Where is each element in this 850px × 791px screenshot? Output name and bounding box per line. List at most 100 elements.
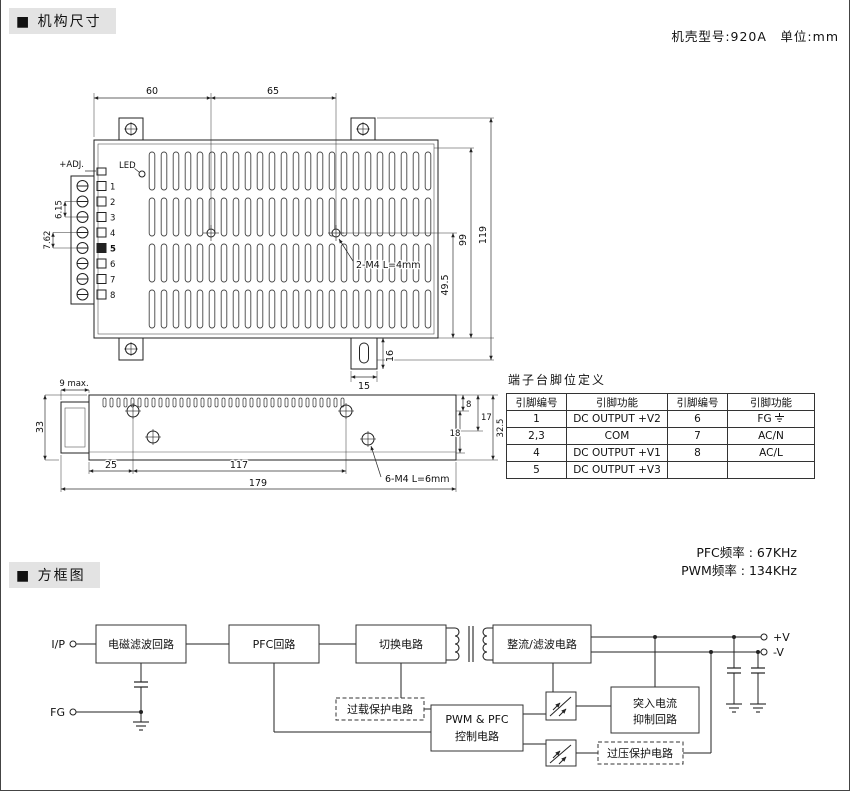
slot-hole — [359, 342, 369, 364]
dim-9max: 9 max. — [59, 379, 88, 389]
ip-terminal — [69, 640, 77, 648]
m4-screw-label: 2-M4 L=4mm — [356, 260, 421, 271]
blocks — [95, 624, 700, 767]
side-view-dimensions — [43, 388, 498, 492]
dim-16: 16 — [385, 350, 396, 362]
pwm-pfc-control-block — [430, 704, 524, 752]
earth-ground-icon — [774, 413, 784, 422]
block-diagram: I/P FG 电磁滤波回路 PFC回路 切换电路 整流/滤波电路 过载保护电路 … — [50, 624, 790, 767]
col-pin-number: 引脚编号 — [506, 393, 567, 411]
pin-number: 8 — [110, 291, 115, 301]
pin-number: 6 — [110, 260, 115, 270]
pin-no-cell: 2,3 — [506, 427, 567, 445]
pin-definition-table: 引脚编号 引脚功能 引脚编号 引脚功能 1 DC OUTPUT +V2 6 FG… — [506, 393, 815, 479]
terminal-screws — [76, 180, 107, 301]
dim-49-5: 49.5 — [440, 274, 451, 295]
side-enclosure-outline — [88, 394, 457, 461]
dim-119: 119 — [478, 226, 489, 244]
rectifier-filter-block — [492, 624, 592, 664]
dim-33: 33 — [35, 421, 46, 433]
pin-no-cell: 8 — [667, 444, 728, 462]
pin-no-cell: 7 — [667, 427, 728, 445]
table-row: 5 DC OUTPUT +V3 — [506, 461, 815, 479]
terminals — [69, 633, 768, 716]
switching-block — [355, 624, 447, 664]
table-row: 1 DC OUTPUT +V2 6 FG — [506, 410, 815, 428]
wires — [76, 627, 761, 754]
vneg-label: -V — [773, 646, 784, 659]
dim-8: 8 — [466, 400, 471, 410]
pin-table-title: 端子台脚位定义 — [508, 373, 607, 387]
top-view-dimensions — [51, 93, 494, 382]
dim-65: 65 — [267, 86, 279, 97]
table-header-row: 引脚编号 引脚功能 引脚编号 引脚功能 — [506, 393, 815, 411]
pin-fn-cell: COM — [566, 427, 668, 445]
col-pin-function: 引脚功能 — [727, 393, 815, 411]
pin-number: 5 — [110, 245, 116, 255]
side-view-body — [60, 394, 457, 478]
pfc-block — [228, 624, 320, 664]
optocoupler-arrows — [549, 696, 572, 765]
dim-7-62: 7.62 — [43, 231, 53, 250]
section-header-mechanical: ■ 机构尺寸 — [9, 8, 116, 34]
pfc-label: PFC回路 — [253, 638, 296, 651]
dim-99: 99 — [458, 234, 469, 246]
m4-side-leader-line — [370, 445, 382, 478]
inrush-suppression-block — [610, 686, 700, 734]
m4-side-screw-label: 6-M4 L=6mm — [385, 474, 450, 485]
dim-18: 18 — [450, 429, 461, 439]
dim-15: 15 — [358, 381, 370, 392]
adj-label: +ADJ. — [59, 160, 84, 170]
frequency-notes: PFC频率 : 67KHz PWM频率 : 134KHz — [681, 544, 797, 580]
col-pin-function: 引脚功能 — [566, 393, 668, 411]
pin-fn-cell: DC OUTPUT +V3 — [566, 461, 668, 479]
emi-filter-label: 电磁滤波回路 — [108, 638, 174, 651]
col-pin-number: 引脚编号 — [667, 393, 728, 411]
led-label: LED — [119, 161, 136, 171]
pin-no-cell: 1 — [506, 410, 567, 428]
dim-117: 117 — [230, 460, 248, 471]
pin-no-cell — [667, 461, 728, 479]
case-model-note: 机壳型号:920A 单位:mm — [671, 29, 839, 44]
ip-label: I/P — [51, 638, 65, 651]
vpos-terminal — [760, 633, 768, 641]
table-row: 4 DC OUTPUT +V1 8 AC/L — [506, 444, 815, 462]
pwm-frequency: PWM频率 : 134KHz — [681, 563, 797, 578]
overload-protection-block — [335, 697, 425, 721]
dim-32-5: 32.5 — [496, 419, 506, 438]
pin-number: 7 — [110, 276, 115, 286]
overvoltage-protection-block — [597, 741, 684, 765]
section-mech-title: ■ 机构尺寸 — [16, 14, 102, 30]
pin-fn-cell: DC OUTPUT +V2 — [566, 410, 668, 428]
m4-holes — [203, 225, 344, 241]
dim-25: 25 — [105, 460, 117, 471]
section-block-title: ■ 方框图 — [16, 568, 86, 584]
vneg-terminal — [760, 648, 768, 656]
terminal-strip — [70, 167, 146, 305]
vent-slots — [146, 148, 434, 332]
fg-terminal — [69, 708, 77, 716]
top-view-labels: 60 65 49.5 99 119 16 15 6.15 7.62 LED +A… — [42, 85, 491, 394]
top-view-body — [70, 117, 439, 370]
emi-filter-block — [95, 624, 187, 664]
dim-60: 60 — [146, 86, 158, 97]
mounting-holes — [124, 122, 370, 364]
overvoltage-protection-label: 过压保护电路 — [607, 746, 673, 760]
table-row: 2,3 COM 7 AC/N — [506, 427, 815, 445]
adj-potentiometer — [96, 167, 107, 176]
pin-no-cell: 4 — [506, 444, 567, 462]
dim-179: 179 — [249, 478, 267, 489]
section-header-block-diagram: ■ 方框图 — [9, 562, 100, 588]
mechanical-drawing: 60 65 49.5 99 119 16 15 6.15 7.62 LED +A… — [34, 85, 507, 492]
pwm-pfc-label-line2: 控制电路 — [455, 729, 499, 743]
pin-fn-cell — [727, 461, 815, 479]
pwm-pfc-label-line1: PWM & PFC — [445, 713, 509, 726]
pin-no-cell: 6 — [667, 410, 728, 428]
capacitor-symbols — [134, 667, 765, 688]
pin-number: 4 — [110, 229, 115, 239]
transformer-icon — [454, 626, 488, 662]
switching-label: 切换电路 — [379, 637, 423, 651]
pin-no-cell: 5 — [506, 461, 567, 479]
earth-ground-symbols — [133, 703, 766, 731]
